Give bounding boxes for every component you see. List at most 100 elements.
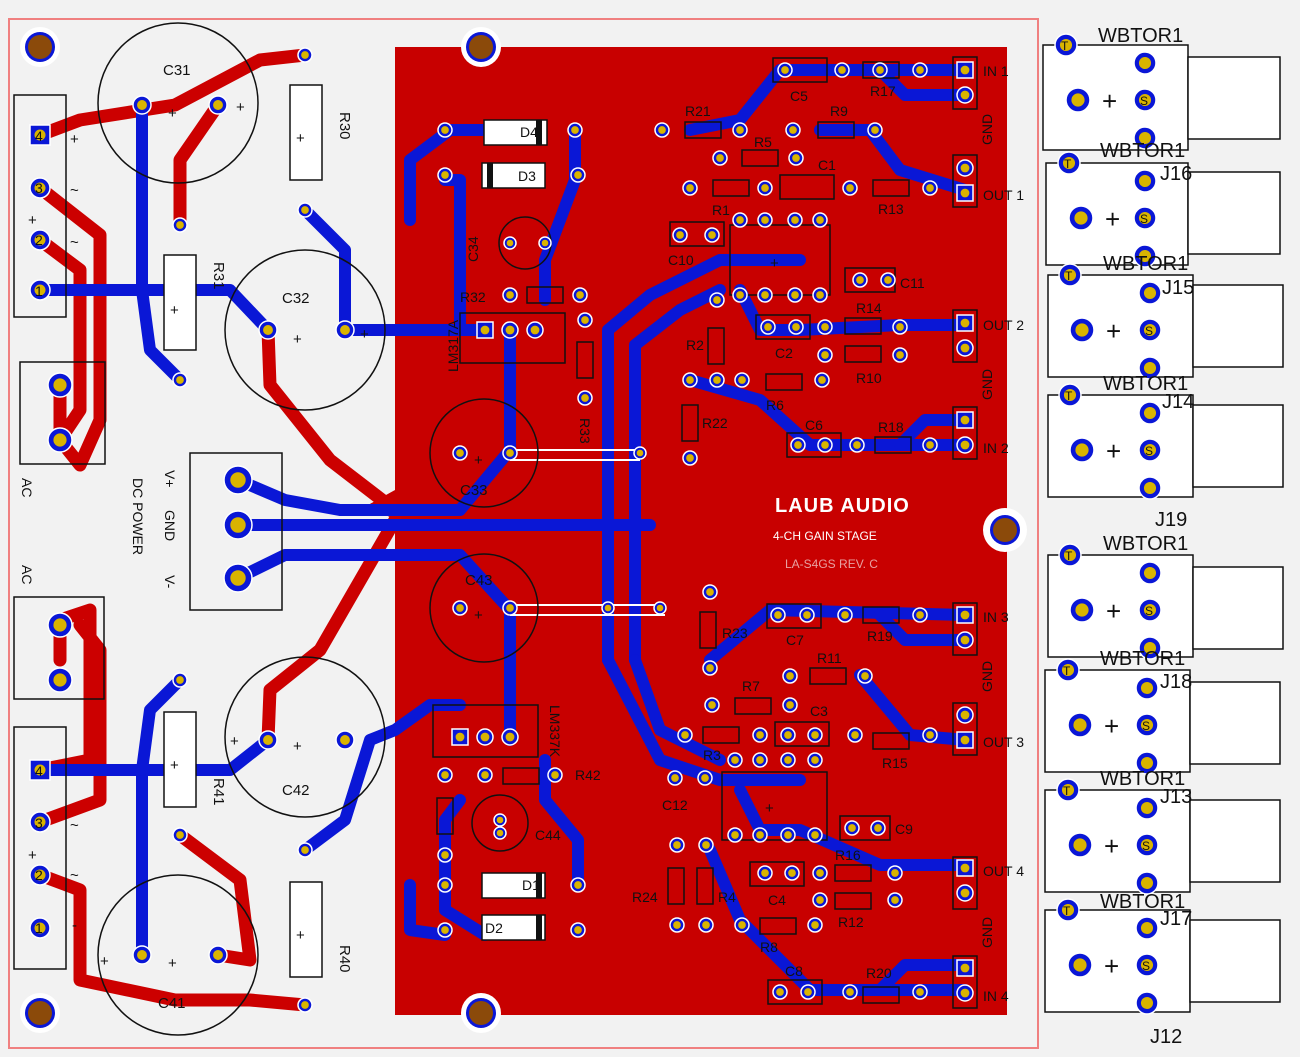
wbtor-pin-s-label: S — [1140, 212, 1148, 226]
pad — [1058, 263, 1082, 287]
cap-c44-outline — [471, 794, 529, 852]
label-gnd3: GND — [979, 661, 995, 692]
wbtor-pin-t-label: T — [1063, 784, 1071, 798]
wbtor-bodies — [1042, 44, 1284, 1013]
wbtor-plus: + — [1106, 316, 1121, 346]
plus-c31: + — [168, 105, 177, 122]
pad — [800, 984, 816, 1000]
pad — [1068, 205, 1094, 231]
pad — [712, 150, 728, 166]
pad — [452, 600, 468, 616]
opamp-ch12-outline — [729, 224, 831, 296]
label-r10: R10 — [856, 370, 882, 386]
wbtor-part-6: WBTOR1 — [1100, 648, 1185, 670]
label-c1: C1 — [818, 157, 836, 173]
pin-top-1: 1 — [35, 283, 43, 299]
wbtor-part-4: WBTOR1 — [1103, 373, 1188, 395]
mounting-holes — [20, 27, 1027, 1033]
pad — [29, 759, 51, 781]
pad — [956, 731, 974, 749]
pad — [297, 997, 313, 1013]
pin-bot-1: 1 — [35, 920, 43, 936]
pad — [297, 842, 313, 858]
label-dc-power: DC POWER — [130, 478, 146, 555]
d2-body — [481, 914, 546, 941]
pad — [1056, 658, 1080, 682]
pad — [654, 122, 670, 138]
pad — [734, 917, 750, 933]
label-c2: C2 — [775, 345, 793, 361]
plus-c41: + — [168, 955, 177, 972]
pad — [1133, 244, 1157, 268]
pad — [790, 437, 806, 453]
label-c10: C10 — [668, 252, 694, 268]
label-dc-gnd: GND — [162, 510, 178, 541]
pad — [780, 827, 796, 843]
pad — [503, 236, 517, 250]
tilde-top-2: ~ — [70, 234, 79, 251]
silkscreen-symbols: + + + + + + + + + + + + + + + + ~ ~ + ~ … — [28, 99, 779, 972]
pad — [669, 837, 685, 853]
pad — [297, 202, 313, 218]
pad — [437, 922, 453, 938]
board-brand: LAUB AUDIO — [775, 495, 910, 517]
plus-c41-pin: + — [100, 953, 109, 970]
pad — [223, 510, 253, 540]
dc-terminal — [189, 452, 283, 611]
pad — [757, 865, 773, 881]
pad — [451, 728, 469, 746]
label-c32: C32 — [282, 290, 310, 307]
pad — [1135, 796, 1159, 820]
pad — [1138, 281, 1162, 305]
pad — [807, 827, 823, 843]
pad — [633, 446, 647, 460]
wbtor-part-8: WBTOR1 — [1100, 891, 1185, 913]
pad — [834, 62, 850, 78]
wbtor-pin-t-label: T — [1063, 904, 1071, 918]
pad — [807, 752, 823, 768]
pad — [1069, 317, 1095, 343]
pad — [704, 697, 720, 713]
label-lm317: LM317A — [445, 319, 461, 372]
pad — [570, 922, 586, 938]
pad — [814, 372, 830, 388]
pad — [788, 150, 804, 166]
label-r4: R4 — [718, 889, 736, 905]
pad — [956, 159, 974, 177]
pad — [760, 319, 776, 335]
wbtor-part-7: WBTOR1 — [1100, 768, 1185, 790]
pad — [817, 437, 833, 453]
pad — [1065, 87, 1091, 113]
pad — [956, 859, 974, 877]
label-in2: IN 2 — [983, 440, 1009, 456]
pad — [1056, 898, 1080, 922]
plus-r30: + — [296, 130, 305, 147]
plus-term-bottom: + — [28, 847, 37, 864]
pad — [1135, 751, 1159, 775]
label-r40: R40 — [336, 945, 353, 973]
wbtor-plus: + — [1106, 596, 1121, 626]
pad — [1135, 833, 1159, 857]
pad — [547, 767, 563, 783]
pad — [501, 728, 519, 746]
label-d1: D1 — [522, 877, 540, 893]
opamp-ch34-outline — [721, 771, 828, 841]
label-r11: R11 — [817, 650, 842, 666]
pad — [1133, 51, 1157, 75]
gain-stage-labels: R21 R5 R9 C1 R1 R13 C5 R17 C10 C11 R14 R… — [632, 83, 925, 981]
pad — [29, 229, 51, 251]
pad — [1058, 383, 1082, 407]
pad — [1133, 88, 1157, 112]
pad — [1057, 151, 1081, 175]
pad — [223, 563, 253, 593]
pad — [782, 697, 798, 713]
pad — [956, 706, 974, 724]
cap-c41-outline — [97, 874, 259, 1036]
pad — [1138, 476, 1162, 500]
label-out4: OUT 4 — [983, 863, 1024, 879]
pad — [732, 212, 748, 228]
ac-terminal-top — [13, 94, 67, 318]
pad — [1135, 953, 1159, 977]
pad — [437, 122, 453, 138]
pad — [208, 95, 228, 115]
